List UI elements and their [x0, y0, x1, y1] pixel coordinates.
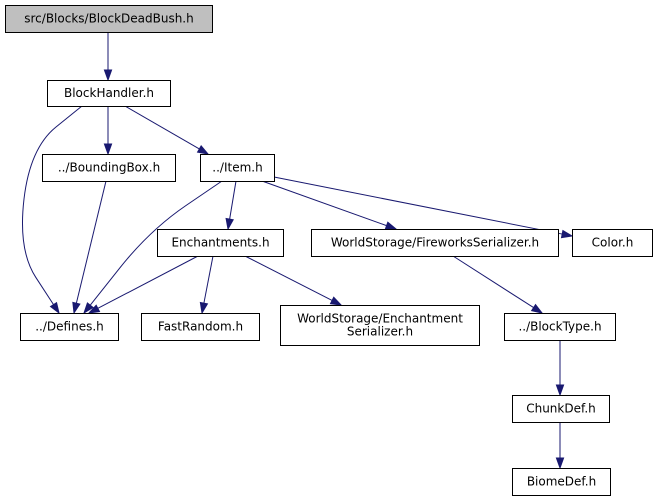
edge-arrowhead [72, 301, 81, 315]
node-item-h[interactable]: ../Item.h [200, 154, 275, 182]
edge-arrowhead [103, 69, 113, 82]
edge-arrowhead [83, 302, 94, 315]
node-label: src/Blocks/BlockDeadBush.h [24, 12, 193, 26]
edge-n4-to-n7 [87, 255, 199, 314]
edge-line [229, 180, 237, 220]
nodes-layer: src/Blocks/BlockDeadBush.hBlockHandler.h… [5, 5, 653, 496]
edge-arrowhead [199, 301, 209, 315]
node-label: ../BlockType.h [518, 320, 601, 334]
node-box[interactable] [5, 5, 213, 33]
node-label: WorldStorage/Enchantment [297, 312, 463, 326]
edge-arrowhead [530, 303, 544, 314]
node-box[interactable] [280, 305, 480, 346]
node-box[interactable] [512, 468, 611, 496]
node-fastrandom-h[interactable]: FastRandom.h [141, 313, 260, 341]
node-box[interactable] [42, 154, 176, 182]
node-label: Serializer.h [347, 325, 413, 339]
edge-line [273, 176, 563, 235]
edge-arrowhead [555, 457, 565, 470]
edge-n3-to-n6 [273, 176, 574, 239]
edge-n4-to-n9 [244, 255, 343, 306]
edge-line [22, 105, 83, 305]
node-color-h[interactable]: Color.h [572, 229, 653, 257]
edge-n3-to-n4 [225, 180, 237, 231]
node-box[interactable] [311, 229, 559, 257]
node-box[interactable] [141, 313, 260, 341]
edges-layer [22, 32, 574, 470]
edge-line [89, 180, 223, 306]
edge-arrowhead [196, 145, 210, 155]
edge-line [97, 255, 199, 309]
node-label: ../Item.h [212, 161, 262, 175]
edge-line [124, 105, 200, 150]
node-box[interactable] [200, 154, 275, 182]
edge-n1-to-n3 [124, 105, 210, 155]
edge-arrowhead [225, 217, 234, 231]
node-label: ChunkDef.h [526, 402, 596, 416]
node-label: BiomeDef.h [527, 475, 596, 489]
node-chunkdef-h[interactable]: ChunkDef.h [512, 395, 610, 423]
edge-n4-to-n8 [199, 255, 214, 315]
node-label: WorldStorage/FireworksSerializer.h [331, 236, 539, 250]
edge-arrowhead [103, 143, 113, 156]
edge-line [244, 255, 333, 301]
node-enchantments-h[interactable]: Enchantments.h [157, 229, 284, 257]
node-worldstorage-fireworksserializer-h[interactable]: WorldStorage/FireworksSerializer.h [311, 229, 559, 257]
edge-arrowhead [49, 301, 60, 315]
node-label: Enchantments.h [171, 236, 269, 250]
node-box[interactable] [504, 313, 616, 341]
edge-line [203, 255, 214, 304]
node-box[interactable] [572, 229, 653, 257]
node-blocktype-h[interactable]: ../BlockType.h [504, 313, 616, 341]
node-label: FastRandom.h [158, 320, 243, 334]
node-src-blocks-blockdeadbush-h[interactable]: src/Blocks/BlockDeadBush.h [5, 5, 213, 33]
edge-n11-to-n12 [555, 422, 565, 470]
edge-line [261, 180, 387, 227]
node-label: BlockHandler.h [64, 86, 154, 100]
edge-arrowhead [560, 229, 574, 239]
node-box[interactable] [157, 229, 284, 257]
edge-n5-to-n10 [452, 255, 544, 314]
node-blockhandler-h[interactable]: BlockHandler.h [47, 80, 171, 107]
edge-line [75, 180, 107, 304]
edge-line [452, 255, 534, 309]
node-label: ../BoundingBox.h [58, 161, 160, 175]
edge-n1-to-n7 [22, 105, 83, 315]
node-label: ../Defines.h [35, 320, 104, 334]
edge-n2-to-n7 [72, 180, 107, 315]
node-defines-h[interactable]: ../Defines.h [20, 313, 119, 341]
edge-arrowhead [555, 384, 565, 397]
node-box[interactable] [47, 80, 171, 107]
edge-n1-to-n2 [103, 106, 113, 156]
edge-arrowhead [87, 304, 101, 314]
edge-arrowhead [384, 221, 398, 230]
node-box[interactable] [512, 395, 610, 423]
node-label: Color.h [592, 236, 634, 250]
node-box[interactable] [20, 313, 119, 341]
edge-n10-to-n11 [555, 340, 565, 397]
edge-n0-to-n1 [103, 32, 113, 82]
edge-arrowhead [329, 296, 343, 306]
node-boundingbox-h[interactable]: ../BoundingBox.h [42, 154, 176, 182]
edge-n3-to-n7 [83, 180, 223, 315]
node-biomedef-h[interactable]: BiomeDef.h [512, 468, 611, 496]
